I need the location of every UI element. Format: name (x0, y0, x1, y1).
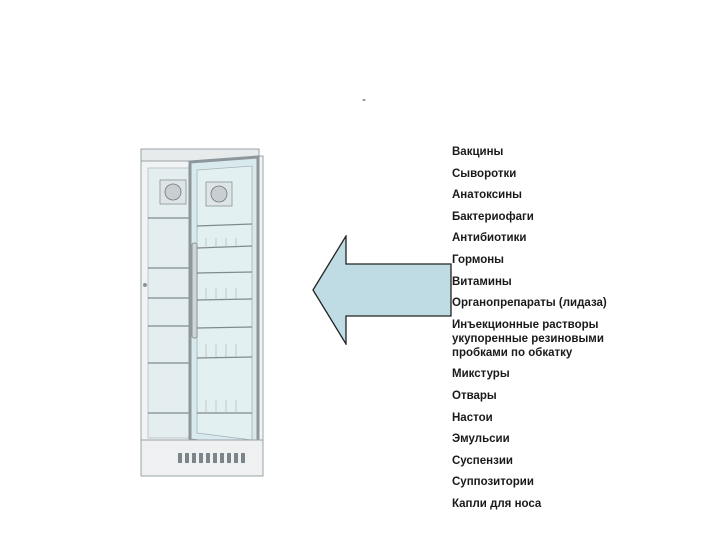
fridge-left-fan (164, 183, 182, 201)
list-item: Инъекционные растворы укупоренные резино… (452, 318, 604, 359)
fridge-door-fan (210, 185, 228, 203)
storage-items-list: Вакцины Сыворотки Анатоксины Бактериофаг… (452, 145, 712, 519)
list-item: Органопрепараты (лидаза) (452, 297, 607, 310)
fridge-left-interior (147, 167, 191, 439)
refrigerator-image (140, 148, 264, 477)
list-item: Микстуры (452, 368, 510, 381)
left-arrow-shape (312, 235, 452, 345)
fridge-basket-wires (205, 238, 237, 413)
list-item: Бактериофаги (452, 210, 534, 223)
list-item: Вакцины (452, 146, 504, 158)
list-item: Отвары (452, 389, 497, 402)
fridge-side-knob (143, 283, 147, 287)
list-item: Эмульсии (452, 433, 510, 446)
list-item: Антибиотики (452, 232, 527, 245)
fridge-door-glass (196, 165, 253, 441)
page-mark: - (362, 92, 366, 106)
list-item: Суспензии (452, 454, 513, 467)
list-item: Суппозитории (452, 476, 534, 489)
fridge-vent-grille (178, 453, 245, 463)
list-item: Настои (452, 411, 493, 424)
list-item: Витамины (452, 275, 512, 288)
fridge-left-shelves (148, 217, 190, 414)
fridge-door-handle (191, 242, 198, 339)
arrow-body (312, 235, 452, 345)
list-item: Сыворотки (452, 167, 517, 180)
list-item: Капли для носа (452, 497, 542, 510)
list-item: Анатоксины (452, 189, 522, 202)
list-item: Гормоны (452, 253, 504, 266)
